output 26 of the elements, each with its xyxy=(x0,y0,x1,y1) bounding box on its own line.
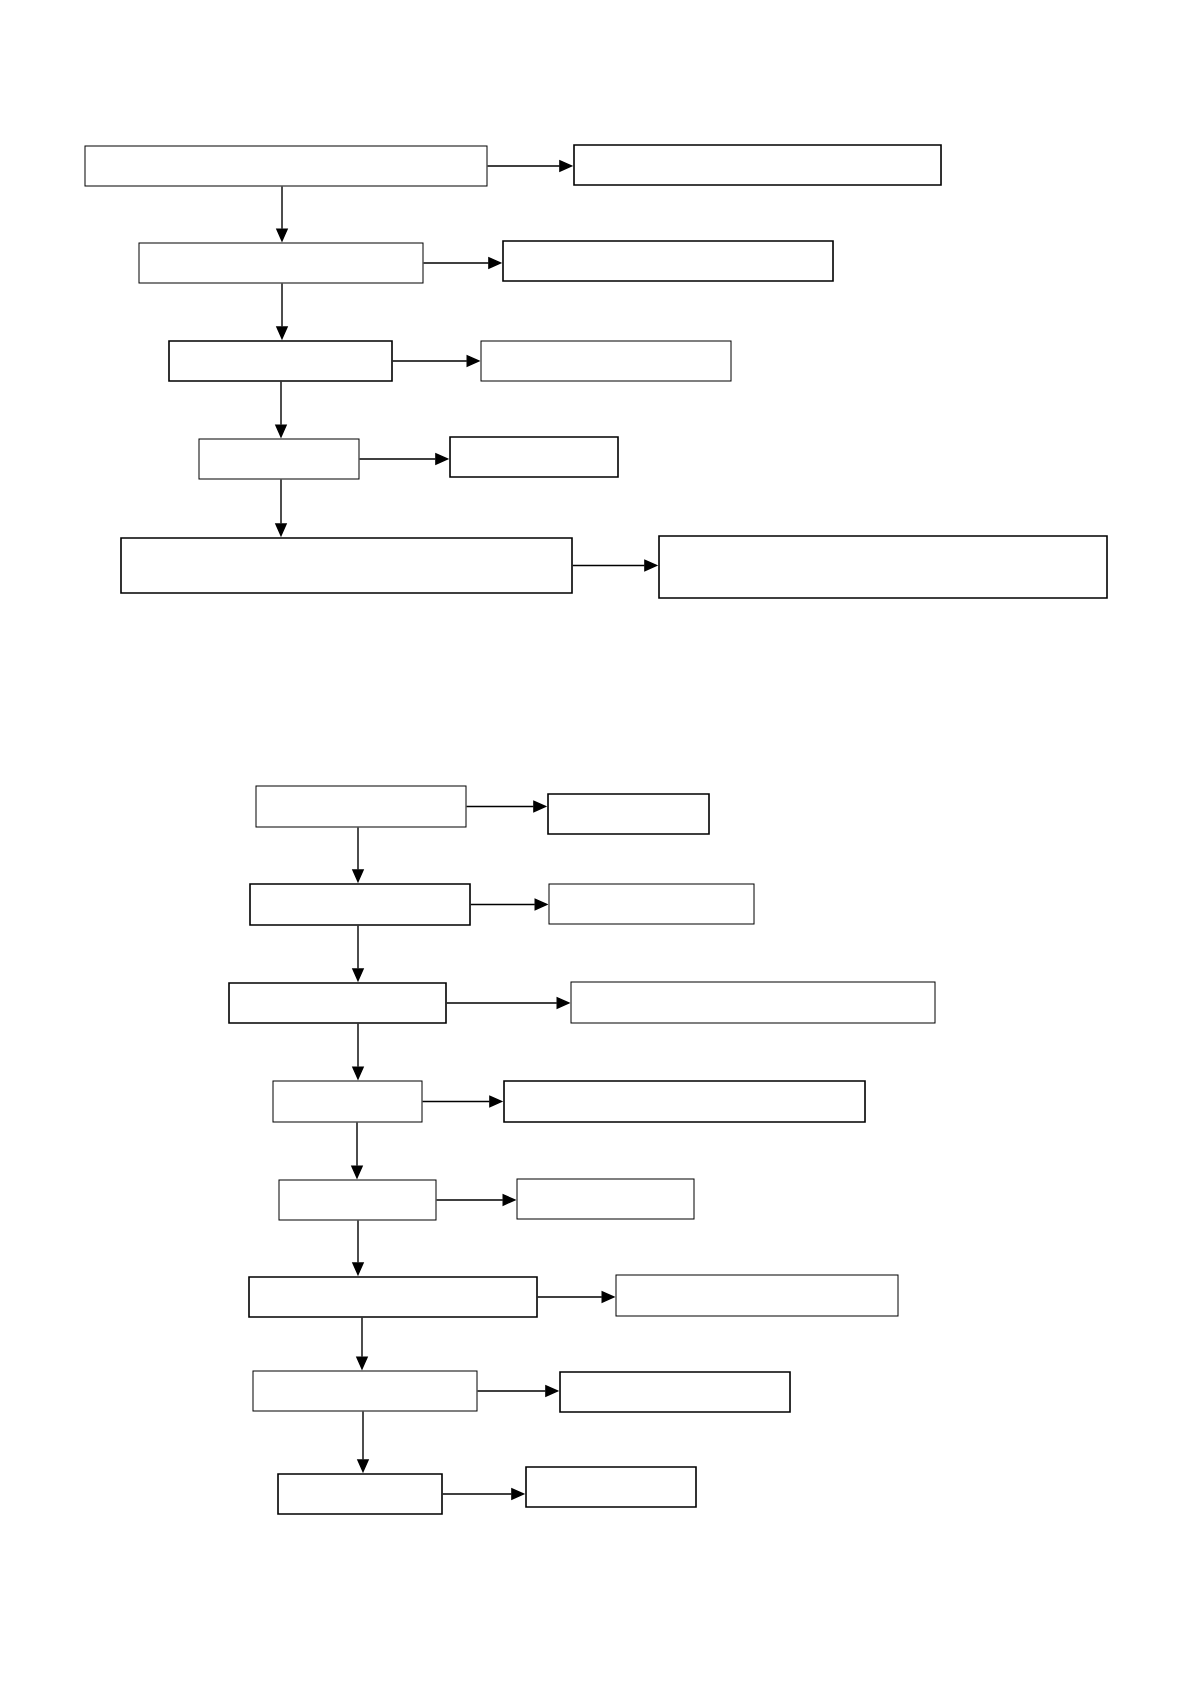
flow-box xyxy=(559,1371,791,1413)
flow-box xyxy=(249,883,471,926)
flow-box xyxy=(84,145,488,187)
flow-box xyxy=(480,340,732,382)
flow-box xyxy=(168,340,393,382)
flow-box xyxy=(272,1080,423,1123)
flow-box xyxy=(198,438,360,480)
flow-box xyxy=(228,982,447,1024)
flow-box xyxy=(278,1179,437,1221)
flow-box xyxy=(503,1080,866,1123)
flow-box xyxy=(573,144,942,186)
flow-box xyxy=(502,240,834,282)
flow-box xyxy=(138,242,424,284)
flow-box xyxy=(547,793,710,835)
flow-box xyxy=(252,1370,478,1412)
flow-box xyxy=(449,436,619,478)
flow-box xyxy=(615,1274,899,1317)
flow-box xyxy=(277,1473,443,1515)
flow-box xyxy=(525,1466,697,1508)
flow-box xyxy=(570,981,936,1024)
flow-box xyxy=(658,535,1108,599)
flow-box xyxy=(248,1276,538,1318)
flow-box xyxy=(548,883,755,925)
flow-box xyxy=(120,537,573,594)
flow-box xyxy=(255,785,467,828)
flow-box xyxy=(516,1178,695,1220)
